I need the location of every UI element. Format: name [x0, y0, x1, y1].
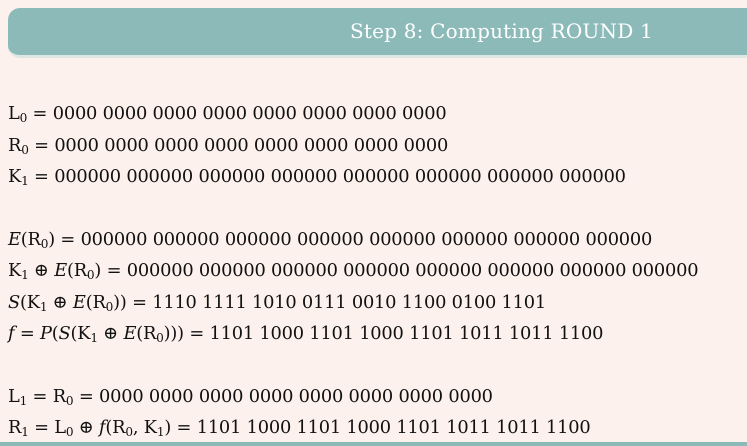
l0-value: 0000 0000 0000 0000 0000 0000 0000 0000 — [52, 103, 447, 124]
step-header: Step 8: Computing ROUND 1 — [8, 8, 747, 58]
r1-value: 1101 1000 1101 1000 1101 1011 1011 1100 — [196, 417, 591, 438]
f-line: f = P(S(K1 ⊕ E(R0))) = 1101 1000 1101 10… — [8, 323, 604, 346]
sbox-line: S(K1 ⊕ E(R0)) = 1110 1111 1010 0111 0010… — [8, 291, 546, 314]
round-computation: L0 = 0000 0000 0000 0000 0000 0000 0000 … — [8, 98, 699, 444]
r0-line: R0 = 0000 0000 0000 0000 0000 0000 0000 … — [8, 134, 449, 157]
spacer — [8, 350, 698, 381]
k1-line: K1 = 000000 000000 000000 000000 000000 … — [8, 166, 626, 189]
xor-line: K1 ⊕ E(R0) = 000000 000000 000000 000000… — [8, 260, 699, 283]
l1-line: L1 = R0 = 0000 0000 0000 0000 0000 0000 … — [8, 385, 493, 408]
spacer — [8, 193, 698, 224]
k1-value: 000000 000000 000000 000000 000000 00000… — [54, 166, 626, 187]
r0-value: 0000 0000 0000 0000 0000 0000 0000 0000 — [54, 134, 449, 156]
sbox-value: 1110 1111 1010 0111 0010 1100 0100 1101 — [152, 291, 546, 313]
xor-value: 000000 000000 000000 000000 000000 00000… — [126, 260, 699, 281]
l1-value: 0000 0000 0000 0000 0000 0000 0000 0000 — [99, 385, 493, 407]
r1-line: R1 = L0 ⊕ f(R0, K1) = 1101 1000 1101 100… — [8, 417, 591, 440]
bottom-rule — [0, 442, 747, 446]
expansion-value: 000000 000000 000000 000000 000000 00000… — [80, 228, 653, 250]
l0-line: L0 = 0000 0000 0000 0000 0000 0000 0000 … — [8, 103, 447, 126]
f-value: 1101 1000 1101 1000 1101 1011 1011 1100 — [209, 323, 604, 344]
step-title: Step 8: Computing ROUND 1 — [350, 19, 653, 43]
expansion-line: E(R0) = 000000 000000 000000 000000 0000… — [8, 228, 653, 251]
